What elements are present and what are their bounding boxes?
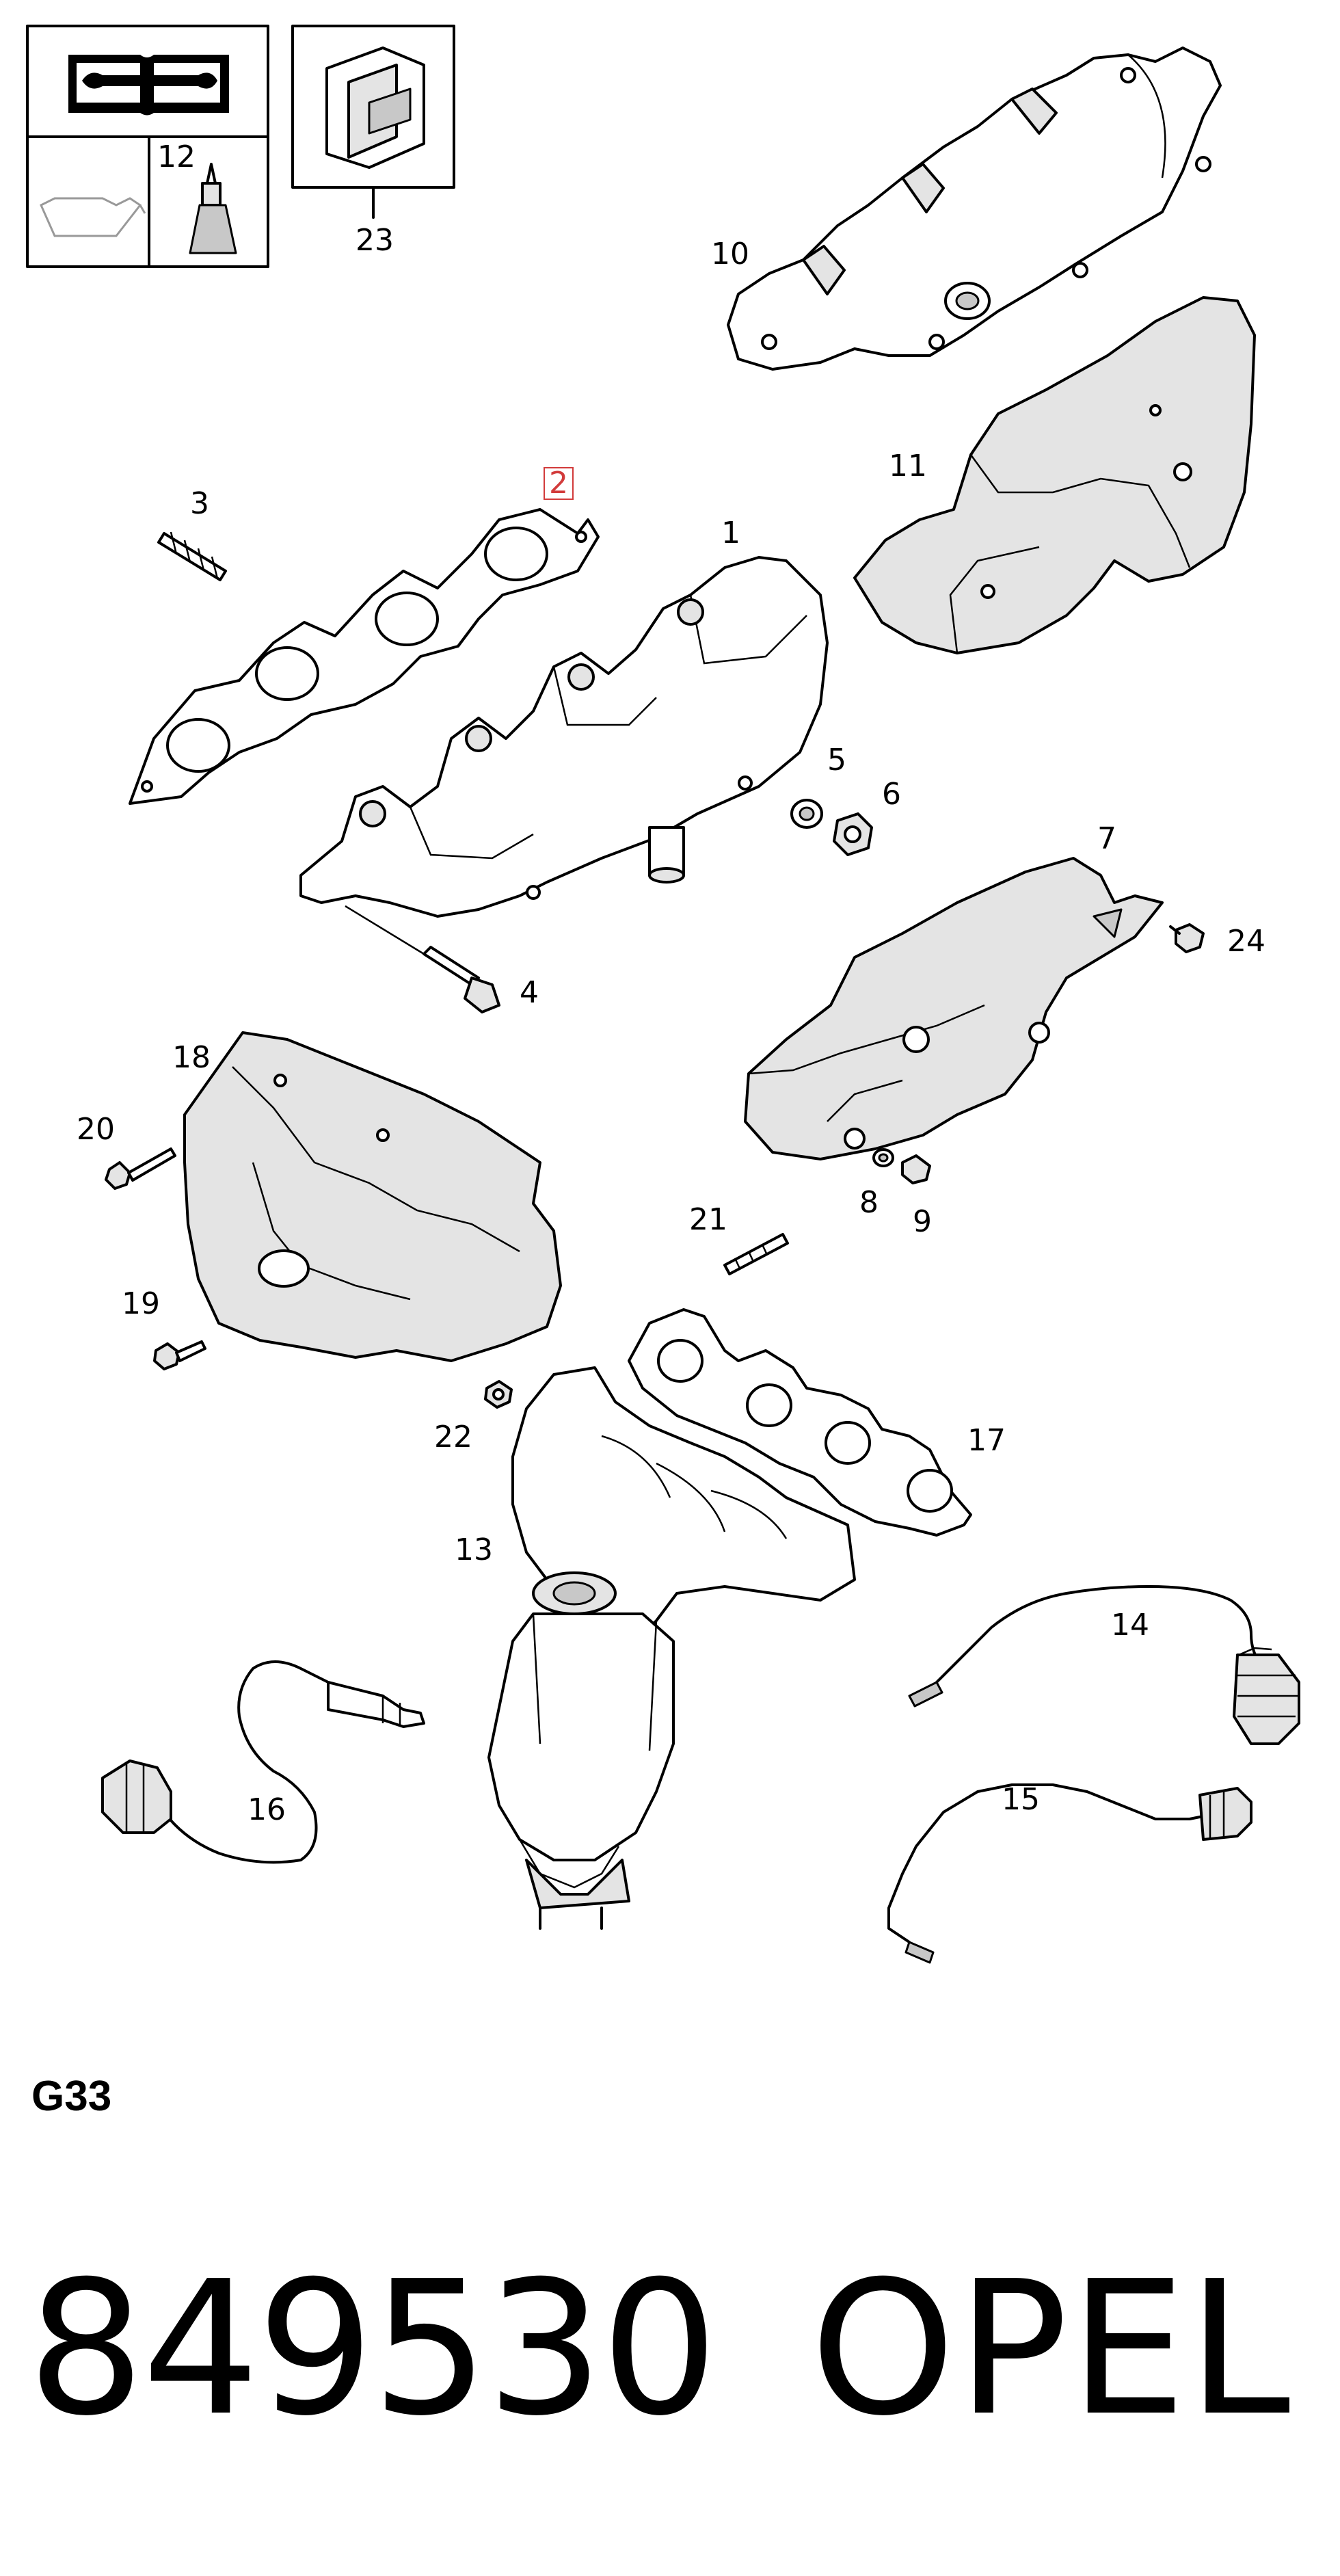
part-19-bolt — [153, 1340, 206, 1370]
part-6-nut — [833, 812, 873, 856]
ref-label-18: 18 — [172, 1040, 211, 1075]
part-1-exhaust-manifold — [299, 556, 829, 918]
section-code: G33 — [31, 2073, 112, 2120]
ref-label-15: 15 — [1002, 1782, 1040, 1817]
oil-can-icon — [40, 197, 146, 237]
part-23-box — [291, 25, 455, 219]
ref-label-10: 10 — [711, 237, 749, 271]
ref-label-20: 20 — [77, 1112, 115, 1147]
manual-wrench-icon — [68, 55, 229, 116]
part-4-bolt — [345, 905, 500, 1013]
part-18-heat-shield — [183, 1031, 562, 1362]
part-5-washer — [790, 799, 823, 829]
part-13-catalytic-converter — [487, 1366, 856, 1930]
brand-name: OPEL — [810, 2241, 1292, 2456]
ref-label-13: 13 — [455, 1532, 493, 1567]
ref-label-1: 1 — [721, 516, 740, 550]
ref-label-16: 16 — [247, 1792, 286, 1827]
ref-label-19: 19 — [122, 1286, 160, 1321]
part-2-gasket — [129, 508, 600, 805]
part-7-heat-shield — [744, 857, 1164, 1160]
part-10-manifold — [727, 47, 1222, 371]
part-16-oxygen-sensor — [101, 1660, 425, 1864]
part-9-bolt — [901, 1154, 931, 1184]
part-14-oxygen-sensor — [908, 1585, 1300, 1745]
ref-label-22: 22 — [434, 1420, 472, 1455]
part-22-nut — [484, 1380, 513, 1409]
ref-label-8: 8 — [859, 1185, 879, 1220]
ref-label-11: 11 — [889, 449, 927, 483]
ref-label-23: 23 — [356, 223, 394, 258]
ref-label-3: 3 — [190, 486, 209, 521]
part-17-gasket — [628, 1308, 972, 1537]
ref-label-12: 12 — [157, 140, 196, 174]
part-3-stud — [157, 531, 227, 581]
ref-label-2[interactable]: 2 — [544, 467, 574, 500]
part-11-heat-shield — [853, 296, 1256, 654]
part-21-stud — [723, 1233, 789, 1275]
info-box — [26, 25, 269, 268]
ref-label-24: 24 — [1227, 924, 1265, 959]
part-24-bolt — [1169, 923, 1205, 953]
sealant-tube-icon — [189, 163, 237, 254]
part-15-oxygen-sensor — [887, 1783, 1252, 1964]
ref-label-4: 4 — [520, 975, 539, 1010]
ref-label-5: 5 — [827, 743, 846, 778]
ref-label-9: 9 — [913, 1204, 932, 1239]
ref-label-17: 17 — [967, 1423, 1006, 1458]
part-20-bolt — [105, 1147, 176, 1190]
part-number: 849530 — [27, 2241, 719, 2456]
ref-label-6: 6 — [882, 777, 901, 812]
ref-label-21: 21 — [689, 1202, 727, 1237]
ref-label-7: 7 — [1097, 821, 1116, 856]
part-8-washer — [872, 1148, 894, 1167]
ref-label-14: 14 — [1111, 1608, 1149, 1643]
